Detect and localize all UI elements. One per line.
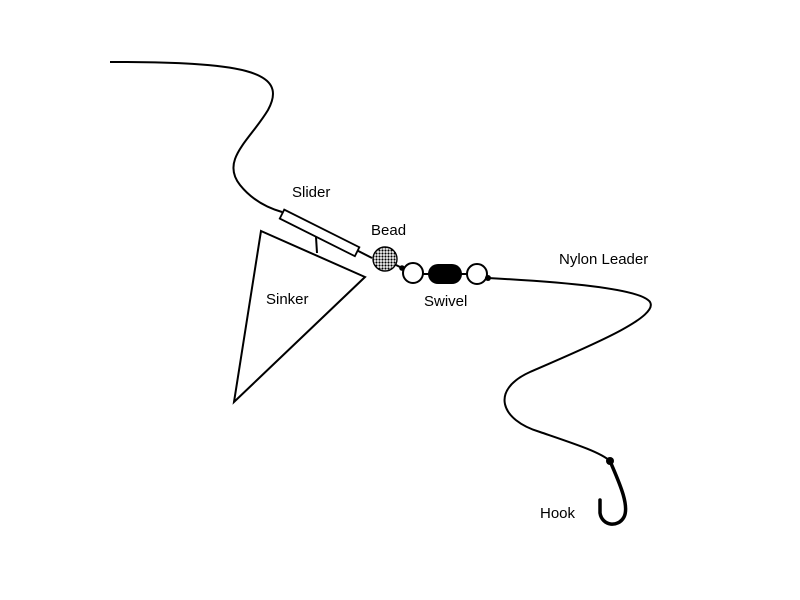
nylon-leader-line (487, 277, 652, 462)
bead-shape (372, 246, 398, 272)
slider-connector (315, 236, 318, 254)
label-swivel: Swivel (424, 293, 467, 310)
main-line (109, 61, 283, 213)
label-nylon-leader: Nylon Leader (559, 251, 648, 268)
slider-shape (278, 208, 361, 258)
sinker-shape (232, 229, 367, 405)
label-bead: Bead (371, 222, 406, 239)
label-sinker: Sinker (266, 291, 309, 308)
swivel-ring-left (402, 262, 424, 284)
hook-shape (598, 459, 628, 526)
label-hook: Hook (540, 505, 576, 522)
label-slider: Slider (292, 184, 330, 201)
swivel-body (428, 264, 462, 284)
swivel-ring-right (466, 263, 488, 285)
